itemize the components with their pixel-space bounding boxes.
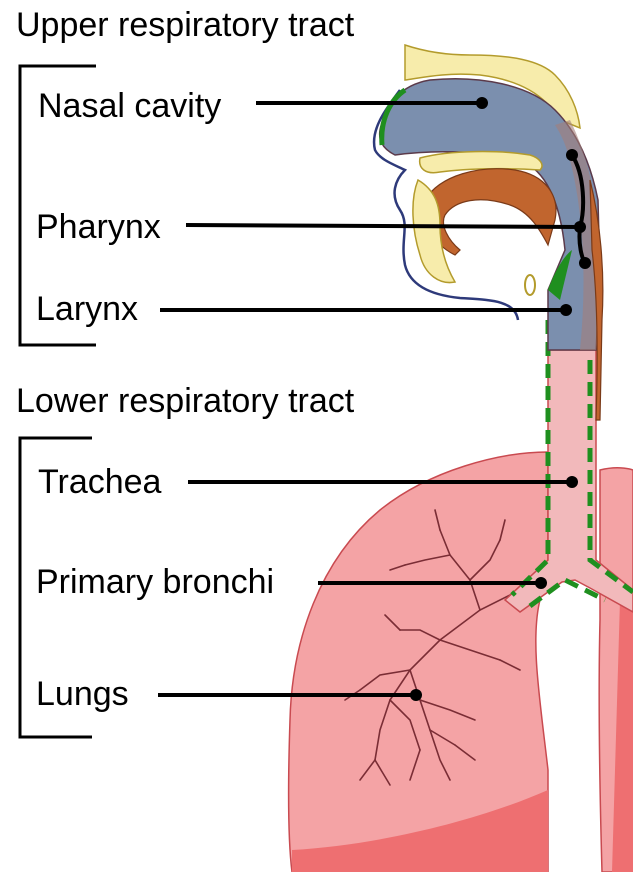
pharynx-leader	[186, 225, 580, 227]
lungs-pointer	[410, 689, 422, 701]
pharynx-pointer-mid	[574, 221, 586, 233]
lungs-label: Lungs	[36, 675, 129, 713]
tongue-muscle	[424, 169, 556, 255]
pharynx-pointer-top	[566, 149, 578, 161]
primary-bronchi-pointer	[535, 577, 547, 589]
pharynx-pointer-bottom	[579, 257, 591, 269]
hyoid-bone	[525, 275, 535, 295]
primary-bronchi-label: Primary bronchi	[36, 563, 274, 601]
nasal-cavity-pointer	[476, 97, 488, 109]
larynx-pointer	[560, 304, 572, 316]
upper-tract-heading: Upper respiratory tract	[16, 6, 355, 44]
pharynx-label: Pharynx	[36, 208, 161, 246]
trachea-pointer	[566, 476, 578, 488]
trachea-label: Trachea	[38, 463, 162, 501]
lower-tract-heading: Lower respiratory tract	[16, 382, 355, 420]
nasal-cavity-label: Nasal cavity	[38, 87, 221, 125]
larynx-label: Larynx	[36, 290, 138, 328]
